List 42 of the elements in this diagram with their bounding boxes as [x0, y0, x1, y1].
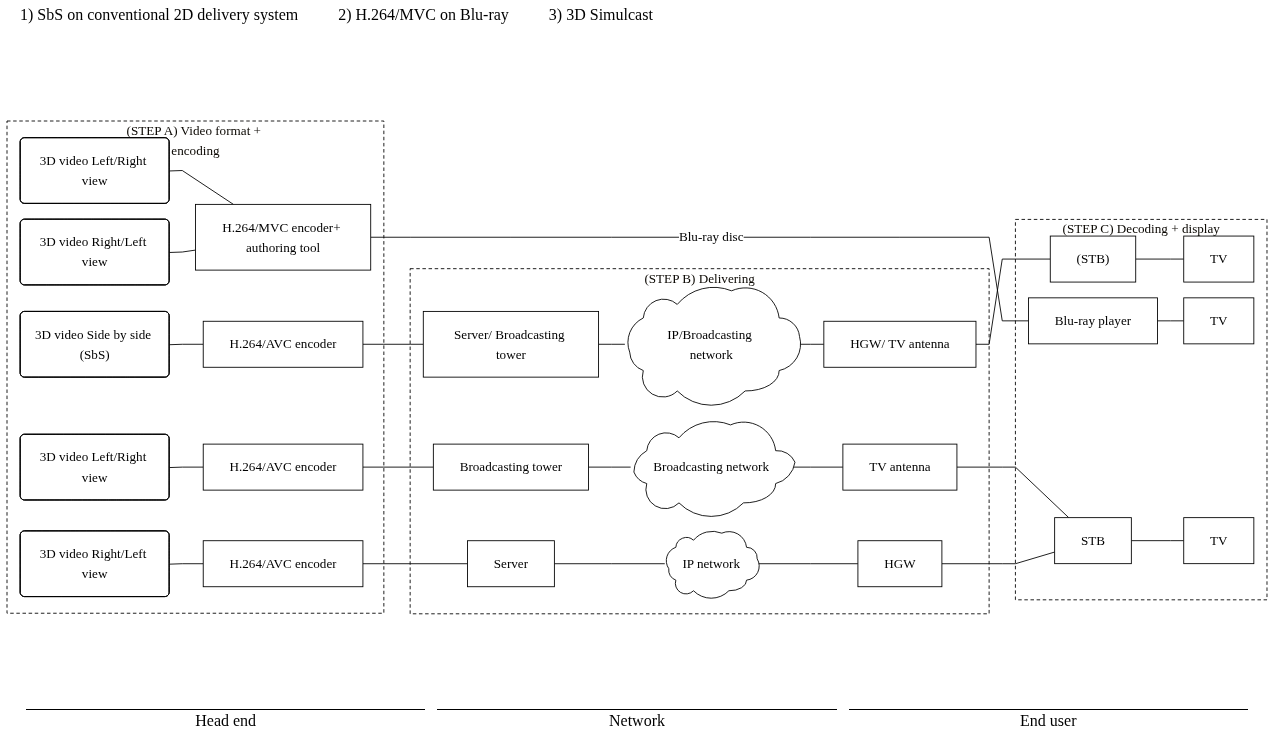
connector [757, 563, 859, 565]
connector [975, 258, 1051, 345]
node-box: HGW/ TV antenna [823, 320, 977, 368]
connector [1130, 540, 1185, 542]
connector [370, 236, 1029, 322]
connector [169, 170, 234, 205]
node-box: STB [1054, 517, 1132, 565]
connector [598, 343, 626, 345]
node-box: H.264/AVC encoder [202, 320, 364, 368]
span-label: Head end [26, 709, 426, 730]
node-box: H.264/AVC encoder [202, 540, 364, 588]
node-box: Server [467, 540, 555, 588]
connector [553, 563, 666, 565]
row-heading: 3) 3D Simulcast [548, 6, 653, 24]
connector [1157, 320, 1185, 322]
connector [956, 466, 1070, 519]
node-box: TV antenna [842, 443, 958, 491]
node-box: TV [1183, 297, 1255, 345]
node-box: Broadcasting tower [432, 443, 589, 491]
node-box: Server/ Broadcasting tower [422, 311, 599, 378]
connector [169, 249, 196, 253]
node-box: Blu-ray player [1028, 297, 1158, 345]
row-heading: 1) SbS on conventional 2D delivery system [20, 6, 299, 24]
node-box: H.264/AVC encoder [202, 443, 364, 491]
connector [362, 563, 468, 565]
node-box: HGW [857, 540, 943, 588]
connector [169, 343, 204, 346]
row-heading: 2) H.264/MVC on Blu-ray [338, 6, 509, 24]
node-box: TV [1183, 235, 1255, 283]
connector [362, 466, 434, 468]
node-box: H.264/MVC encoder+ authoring tool [195, 204, 372, 271]
connector [362, 343, 424, 345]
node-box: TV [1183, 517, 1255, 565]
connector [588, 466, 632, 468]
span-label: Network [437, 709, 837, 730]
node-box: (STB) [1049, 235, 1137, 283]
span-label: End user [848, 709, 1248, 730]
edge-label: Blu-ray disc [678, 230, 744, 245]
connector [1135, 258, 1185, 260]
connector [169, 563, 204, 565]
connector [169, 466, 204, 469]
connector [941, 551, 1056, 565]
